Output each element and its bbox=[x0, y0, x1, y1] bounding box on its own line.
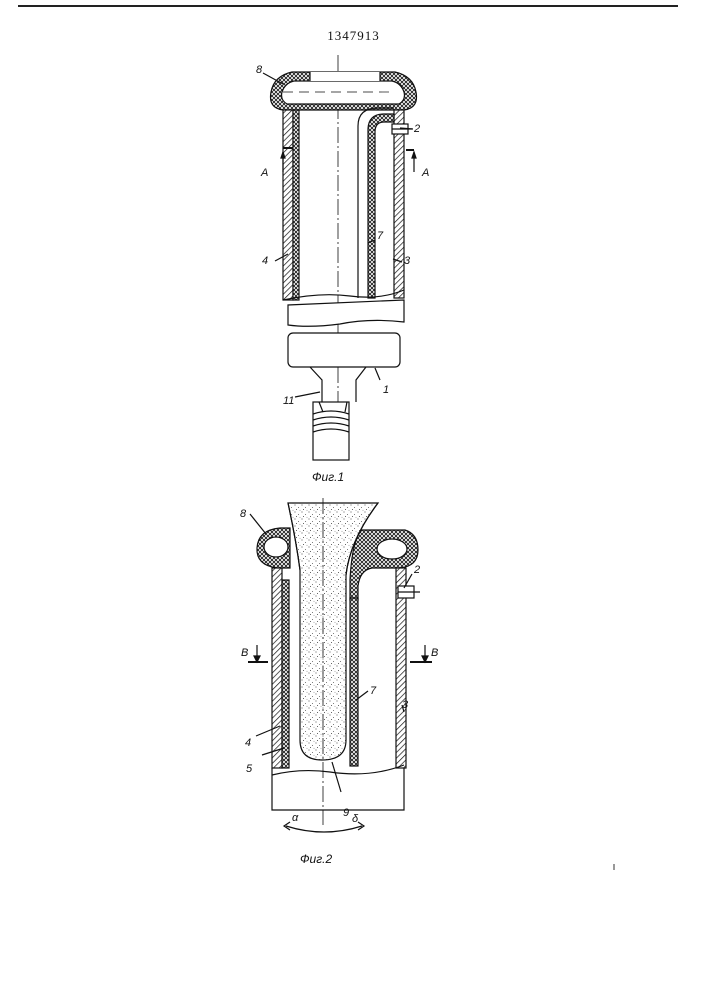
fig2-label-5: 5 bbox=[246, 763, 253, 775]
figure-2 bbox=[248, 498, 432, 832]
fig1-caption: Фиг.1 bbox=[312, 470, 344, 484]
fig2-label-B-right: B bbox=[431, 647, 438, 659]
fig2-label-4: 4 bbox=[245, 737, 251, 749]
fig2-caption: Фиг.2 bbox=[300, 852, 332, 866]
fig1-label-1: 1 bbox=[383, 384, 389, 396]
fig1-label-7: 7 bbox=[377, 230, 384, 242]
fig1-label-2: 2 bbox=[413, 123, 420, 135]
fig2-label-9: 9 bbox=[343, 807, 349, 819]
fig1-label-8: 8 bbox=[256, 64, 263, 76]
fig2-label-B-left: B bbox=[241, 647, 248, 659]
fig2-label-7: 7 bbox=[370, 685, 377, 697]
fig1-label-3: 3 bbox=[404, 255, 411, 267]
fig1-label-11: 11 bbox=[283, 395, 294, 407]
fig2-label-8: 8 bbox=[240, 508, 247, 520]
fig2-label-3: 3 bbox=[402, 699, 409, 711]
fig1-label-4: 4 bbox=[262, 255, 268, 267]
fig1-label-A-right: A bbox=[421, 167, 429, 179]
fig2-label-delta: δ bbox=[352, 813, 359, 825]
fig2-label-2: 2 bbox=[413, 564, 420, 576]
fig1-label-A-left: A bbox=[260, 167, 268, 179]
fig2-label-alpha: α bbox=[292, 812, 299, 824]
